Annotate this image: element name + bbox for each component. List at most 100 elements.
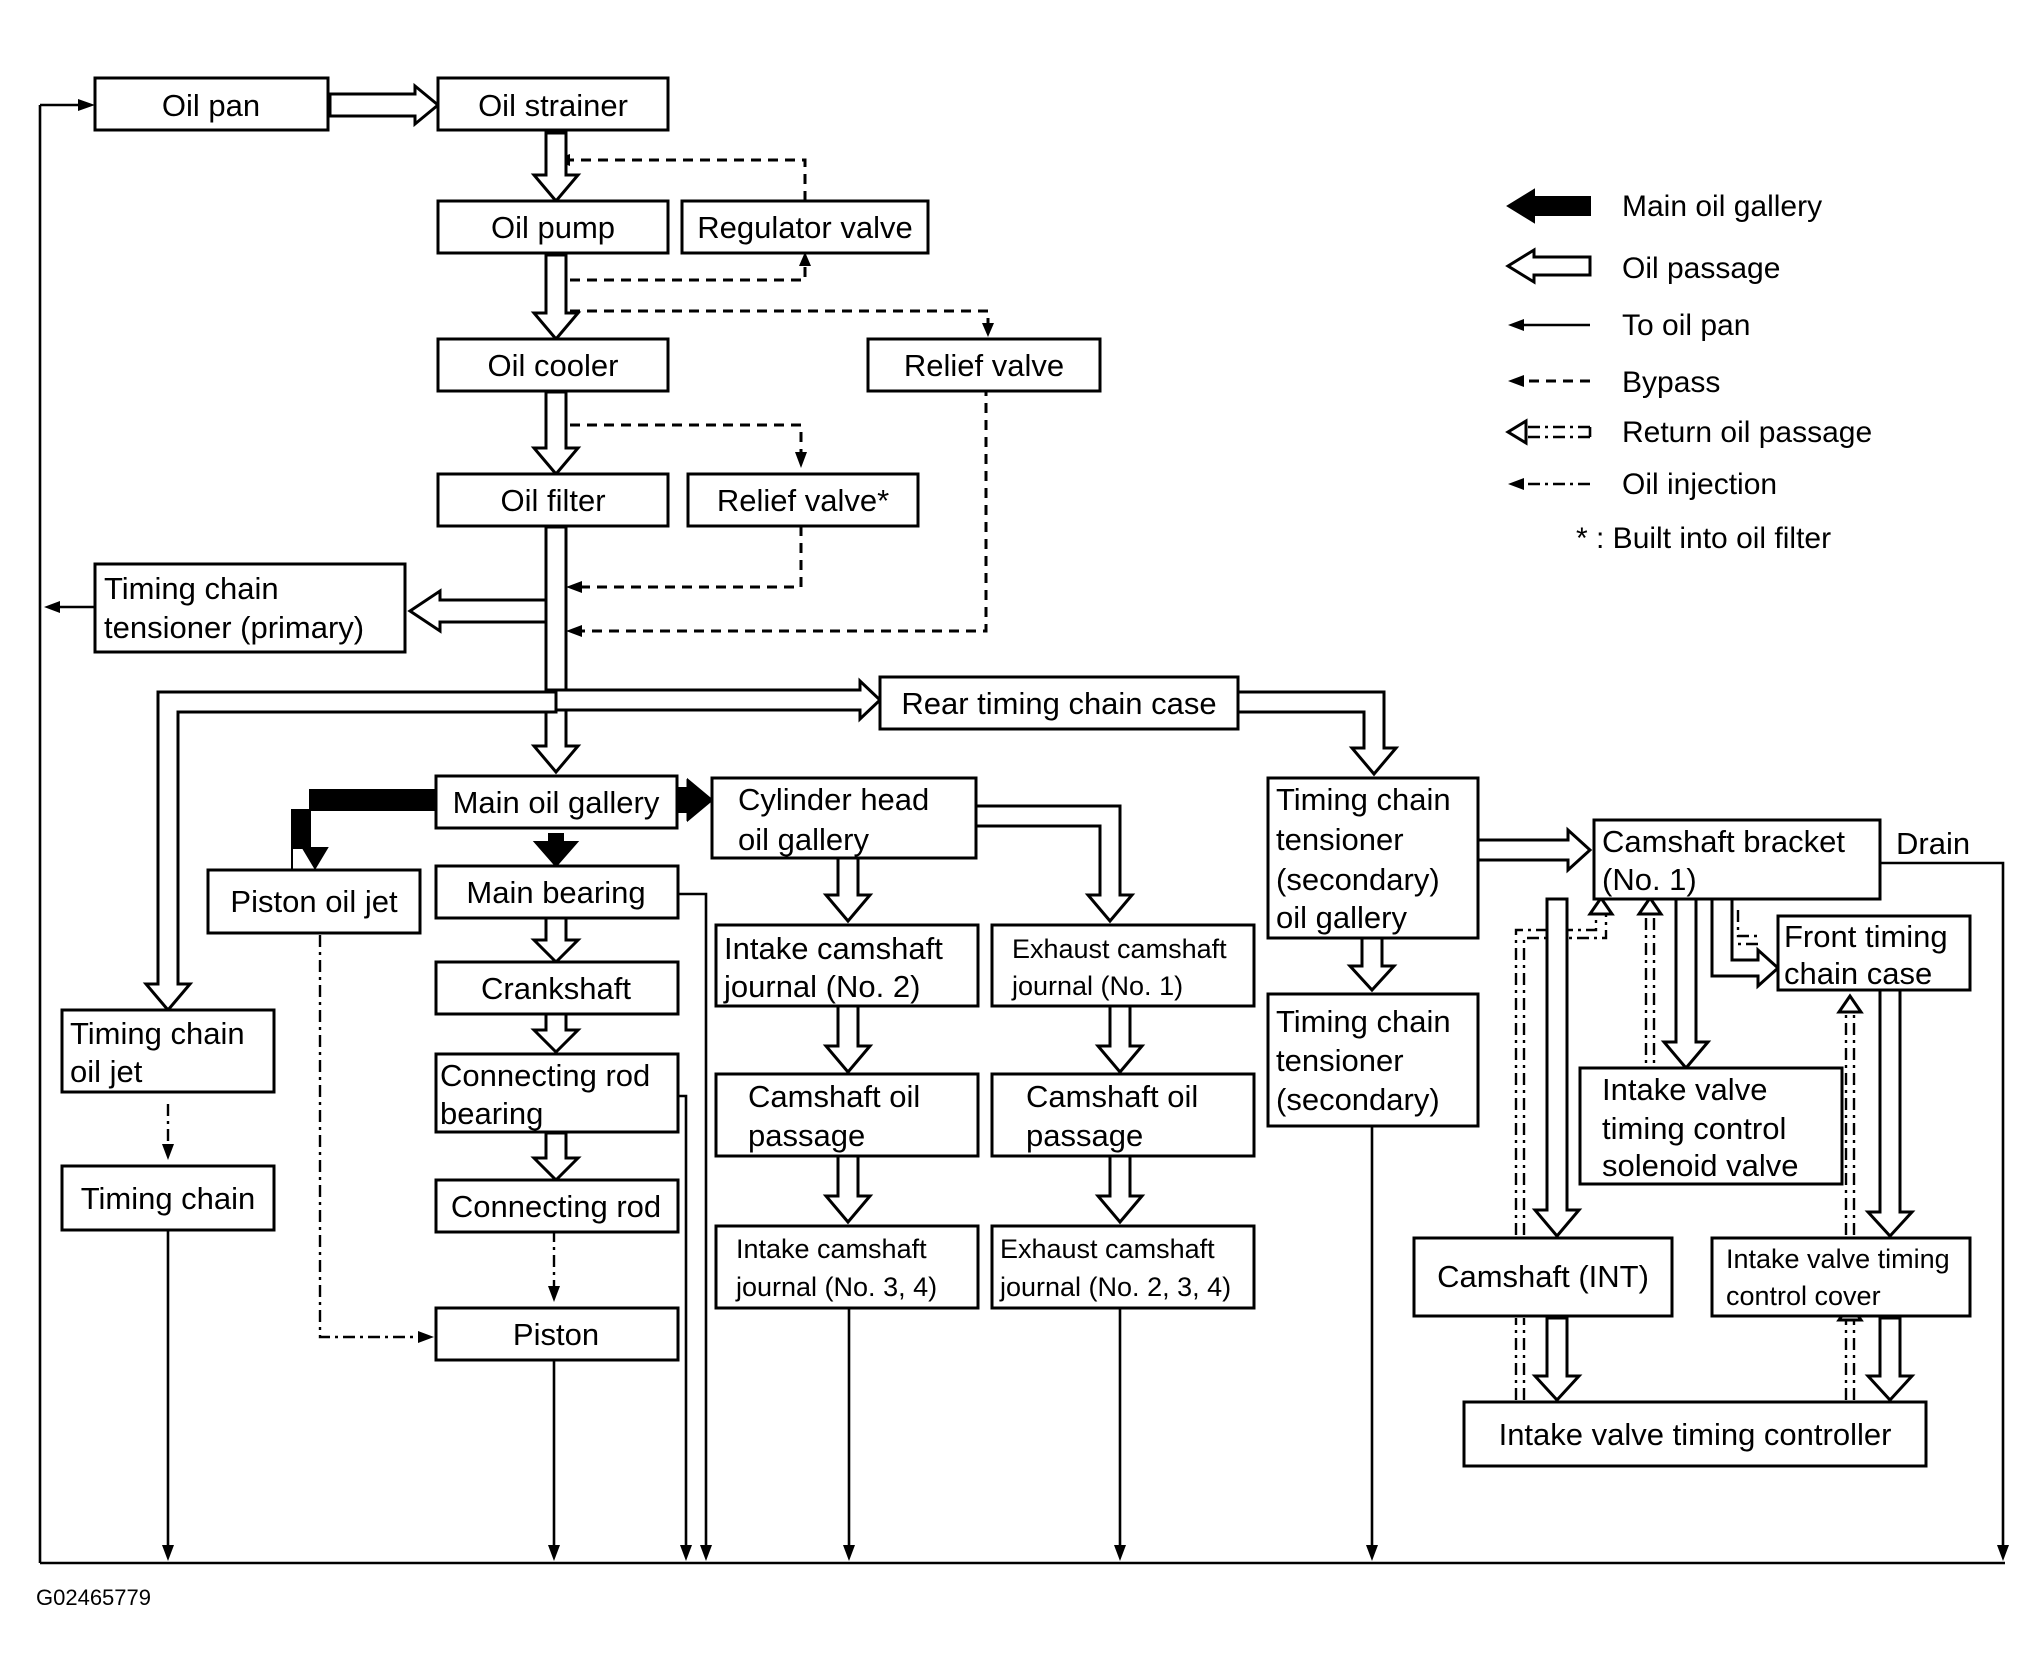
main-oil-gallery-label: Main oil gallery (453, 785, 660, 820)
exhaust-journal-1-label-2: journal (No. 1) (1011, 971, 1183, 1001)
ivt-cover-label-1: Intake valve timing (1726, 1244, 1950, 1274)
conrod-bearing-label-1: Connecting rod (440, 1058, 650, 1093)
main-bearing-label: Main bearing (466, 875, 645, 910)
tens-sec-label-2: tensioner (1276, 1043, 1404, 1078)
relief-valve-filter-label: Relief valve* (717, 483, 889, 518)
relief-valve-box: Relief valve (866, 337, 1102, 393)
ivt-solenoid-label-3: solenoid valve (1602, 1148, 1798, 1183)
return-oil-lines (1514, 895, 1864, 1400)
cam-oil-passage-a-label-2: passage (748, 1118, 865, 1153)
piston-label: Piston (513, 1317, 599, 1352)
tens-sec-gallery-label-2: tensioner (1276, 822, 1404, 857)
tensioner-secondary-oil-gallery-box: Timing chain tensioner (secondary) oil g… (1266, 776, 1480, 940)
intake-journal-34-label-2: journal (No. 3, 4) (735, 1272, 937, 1302)
regulator-valve-box: Regulator valve (680, 199, 930, 255)
connecting-rod-bearing-box: Connecting rod bearing (434, 1052, 680, 1134)
boxes: Oil pan Oil strainer Oil pump Regulator … (60, 76, 1972, 1468)
legend-bypass: Bypass (1622, 366, 1720, 399)
camshaft-oil-passage-intake-box: Camshaft oil passage (714, 1072, 980, 1158)
legend-oil-injection: Oil injection (1622, 468, 1777, 501)
connecting-rod-label: Connecting rod (451, 1189, 661, 1224)
exhaust-camshaft-journal-234-box: Exhaust camshaft journal (No. 2, 3, 4) (990, 1224, 1256, 1310)
intake-journal-2-label-1: Intake camshaft (724, 931, 943, 966)
timing-chain-tensioner-secondary-box: Timing chain tensioner (secondary) (1266, 992, 1480, 1128)
relief-valve-filter-box: Relief valve* (686, 472, 920, 528)
main-oil-gallery-box: Main oil gallery (434, 774, 679, 830)
legend-main-gallery-symbol (1506, 188, 1591, 224)
ivt-controller-box: Intake valve timing controller (1462, 1400, 1928, 1468)
legend-to-oil-pan: To oil pan (1622, 309, 1750, 342)
drain-label: Drain (1896, 826, 1970, 861)
camshaft-bracket-label-1: Camshaft bracket (1602, 824, 1845, 859)
oil-pan-label: Oil pan (162, 88, 260, 123)
ivt-solenoid-valve-box: Intake valve timing control solenoid val… (1578, 1066, 1844, 1186)
piston-oil-jet-label: Piston oil jet (230, 884, 398, 919)
tens-sec-gallery-label-1: Timing chain (1276, 782, 1451, 817)
cam-oil-passage-b-label-2: passage (1026, 1118, 1143, 1153)
tensioner-primary-label-2: tensioner (primary) (104, 610, 364, 645)
front-case-label-1: Front timing (1784, 919, 1948, 954)
cylinder-head-oil-gallery-box: Cylinder head oil gallery (710, 776, 978, 860)
regulator-valve-label: Regulator valve (697, 210, 912, 245)
ivt-cover-label-2: control cover (1726, 1281, 1881, 1311)
camshaft-bracket-box: Camshaft bracket (No. 1) (1592, 818, 1882, 901)
cylinder-head-label-1: Cylinder head (738, 782, 929, 817)
tensioner-primary-label-1: Timing chain (104, 571, 279, 606)
timing-chain-oil-jet-label-2: oil jet (70, 1054, 143, 1089)
legend-return-oil-passage: Return oil passage (1622, 416, 1872, 449)
legend-return-oil-symbol (1505, 418, 1592, 446)
cam-oil-passage-a-label-1: Camshaft oil (748, 1079, 920, 1114)
to-oil-pan-lines (38, 99, 2009, 1565)
camshaft-oil-passage-exhaust-box: Camshaft oil passage (990, 1072, 1256, 1158)
rear-timing-chain-case-box: Rear timing chain case (878, 675, 1240, 731)
oil-cooler-label: Oil cooler (488, 348, 619, 383)
oil-cooler-box: Oil cooler (436, 337, 670, 393)
tens-sec-label-3: (secondary) (1276, 1082, 1440, 1117)
intake-camshaft-journal-2-box: Intake camshaft journal (No. 2) (714, 923, 980, 1008)
legend-main-oil-gallery: Main oil gallery (1622, 190, 1822, 223)
oil-pan-box: Oil pan (93, 76, 330, 132)
tens-sec-gallery-label-4: oil gallery (1276, 900, 1407, 935)
camshaft-int-box: Camshaft (INT) (1412, 1236, 1674, 1318)
timing-chain-label: Timing chain (81, 1181, 256, 1216)
oil-filter-label: Oil filter (500, 483, 605, 518)
legend: Main oil gallery Oil passage To oil pan … (1505, 188, 1872, 555)
legend-oil-passage: Oil passage (1622, 252, 1780, 285)
ivt-solenoid-label-1: Intake valve (1602, 1072, 1767, 1107)
exhaust-journal-1-label-1: Exhaust camshaft (1012, 934, 1227, 964)
timing-chain-oil-jet-label-1: Timing chain (70, 1016, 245, 1051)
intake-journal-34-label-1: Intake camshaft (736, 1234, 927, 1264)
front-case-label-2: chain case (1784, 956, 1932, 991)
tens-sec-label-1: Timing chain (1276, 1004, 1451, 1039)
cam-oil-passage-b-label-1: Camshaft oil (1026, 1079, 1198, 1114)
ivt-control-cover-box: Intake valve timing control cover (1710, 1236, 1972, 1318)
timing-chain-oil-jet-box: Timing chain oil jet (60, 1008, 276, 1094)
intake-journal-2-label-2: journal (No. 2) (723, 969, 920, 1004)
oil-injection-lines (162, 935, 560, 1343)
crankshaft-label: Crankshaft (481, 971, 631, 1006)
timing-chain-tensioner-primary-box: Timing chain tensioner (primary) (93, 562, 407, 654)
intake-camshaft-journal-34-box: Intake camshaft journal (No. 3, 4) (714, 1224, 980, 1310)
figure-code: G02465779 (36, 1585, 151, 1610)
timing-chain-box: Timing chain (60, 1164, 276, 1232)
exhaust-camshaft-journal-1-box: Exhaust camshaft journal (No. 1) (990, 923, 1256, 1008)
rear-timing-chain-case-label: Rear timing chain case (901, 686, 1216, 721)
tens-sec-gallery-label-3: (secondary) (1276, 862, 1440, 897)
main-bearing-box: Main bearing (434, 864, 680, 920)
exhaust-journal-234-label-2: journal (No. 2, 3, 4) (999, 1272, 1231, 1302)
exhaust-journal-234-label-1: Exhaust camshaft (1000, 1234, 1215, 1264)
oil-pump-label: Oil pump (491, 210, 615, 245)
oil-filter-box: Oil filter (436, 472, 670, 528)
conrod-bearing-label-2: bearing (440, 1096, 543, 1131)
camshaft-int-label: Camshaft (INT) (1437, 1259, 1649, 1294)
relief-valve-label: Relief valve (904, 348, 1064, 383)
legend-oil-passage-symbol (1505, 247, 1592, 285)
oil-strainer-label: Oil strainer (478, 88, 628, 123)
piston-box: Piston (434, 1306, 680, 1362)
piston-oil-jet-box: Piston oil jet (206, 868, 422, 935)
oil-pump-box: Oil pump (436, 199, 670, 255)
front-timing-chain-case-box: Front timing chain case (1776, 914, 1972, 992)
ivt-controller-label: Intake valve timing controller (1499, 1417, 1892, 1452)
camshaft-bracket-label-2: (No. 1) (1602, 862, 1697, 897)
